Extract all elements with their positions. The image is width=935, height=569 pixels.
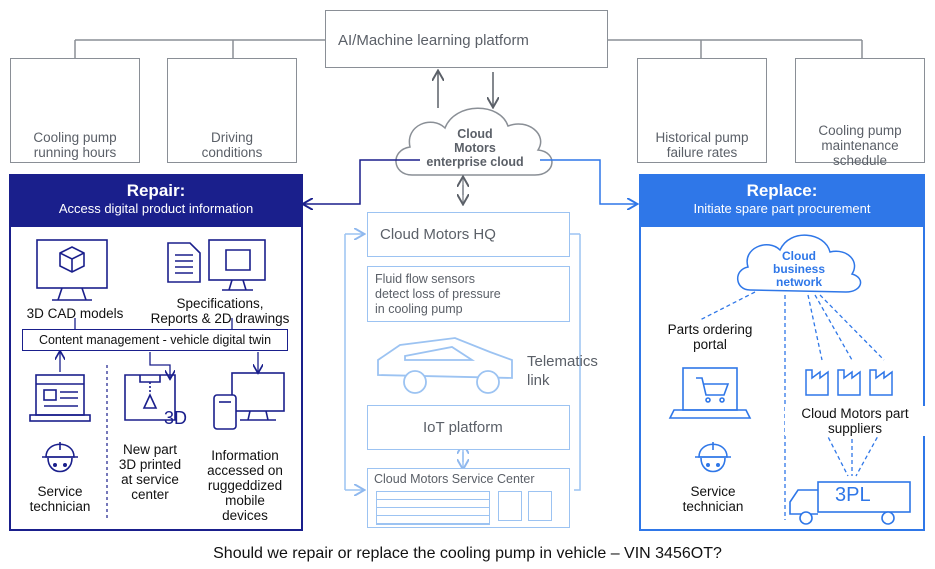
repair-header: Repair: Access digital product informati… xyxy=(10,175,302,227)
business-network-label: Cloud business network xyxy=(772,249,826,289)
replace-header: Replace: Initiate spare part procurement xyxy=(640,175,924,227)
factory-icons xyxy=(805,369,893,396)
failure-rates-box: Historical pump failure rates xyxy=(637,58,767,163)
replace-technician-label: Service technician xyxy=(682,484,744,514)
failure-rates-label: Historical pump failure rates xyxy=(655,130,749,160)
driving-conditions-label: Driving conditions xyxy=(201,130,263,160)
content-mgmt-bar: Content management - vehicle digital twi… xyxy=(22,329,288,351)
replace-panel-border xyxy=(639,174,925,531)
sensors-box: Fluid flow sensors detect loss of pressu… xyxy=(367,266,570,322)
business-cloud-shape xyxy=(737,234,862,293)
browser-window-icon xyxy=(29,374,91,422)
ai-platform-label: AI/Machine learning platform xyxy=(338,32,529,49)
service-center-door-1 xyxy=(498,491,522,521)
iot-label: IoT platform xyxy=(423,419,503,436)
enterprise-cloud-label: Cloud Motors enterprise cloud xyxy=(426,127,524,169)
cad-monitor-icon xyxy=(36,239,108,301)
running-hours-box: Cooling pump running hours xyxy=(10,58,140,163)
hq-box: Cloud Motors HQ xyxy=(367,212,570,257)
maintenance-box: Cooling pump maintenance schedule xyxy=(795,58,925,168)
truck-icon xyxy=(789,481,911,525)
specs-label: Specifications, Reports & 2D drawings xyxy=(150,296,290,326)
iot-box: IoT platform xyxy=(367,405,570,450)
maintenance-label: Cooling pump maintenance schedule xyxy=(818,123,902,168)
repair-technician-label: Service technician xyxy=(29,484,91,514)
question-text: Should we repair or replace the cooling … xyxy=(213,545,722,562)
laptop-cart-icon xyxy=(668,367,752,419)
truck-label: 3PL xyxy=(835,484,871,506)
service-center-door-2 xyxy=(528,491,552,521)
mobile-devices-icon xyxy=(213,372,285,430)
sensors-label: Fluid flow sensors detect loss of pressu… xyxy=(375,272,501,316)
service-center-building xyxy=(376,491,490,525)
telematics-label: Telematics link xyxy=(527,353,598,389)
car-icon xyxy=(377,337,513,394)
3d-printer-icon xyxy=(124,374,176,421)
3d-tag: 3D xyxy=(164,408,188,428)
technician-icon xyxy=(42,442,78,473)
cad-label: 3D CAD models xyxy=(26,306,124,321)
technician-icon-right xyxy=(695,442,731,473)
repair-title: Repair: xyxy=(126,181,186,200)
mobile-label: Information accessed on ruggeddized mobi… xyxy=(207,448,283,523)
replace-subtitle: Initiate spare part procurement xyxy=(693,201,871,216)
printed-label: New part 3D printed at service center xyxy=(118,442,182,502)
ai-platform-box: AI/Machine learning platform xyxy=(325,10,608,68)
repair-subtitle: Access digital product information xyxy=(58,201,254,216)
running-hours-label: Cooling pump running hours xyxy=(33,130,117,160)
content-mgmt-label: Content management - vehicle digital twi… xyxy=(38,333,272,347)
replace-title: Replace: xyxy=(746,181,818,200)
enterprise-cloud-shape xyxy=(395,107,553,176)
service-center-label: Cloud Motors Service Center xyxy=(374,472,535,486)
service-center-box: Cloud Motors Service Center xyxy=(367,468,570,528)
hq-label: Cloud Motors HQ xyxy=(380,226,496,243)
suppliers-label: Cloud Motors part suppliers xyxy=(785,406,925,436)
driving-conditions-box: Driving conditions xyxy=(167,58,297,163)
specs-document-icon xyxy=(167,239,266,291)
portal-label: Parts ordering portal xyxy=(667,322,753,352)
